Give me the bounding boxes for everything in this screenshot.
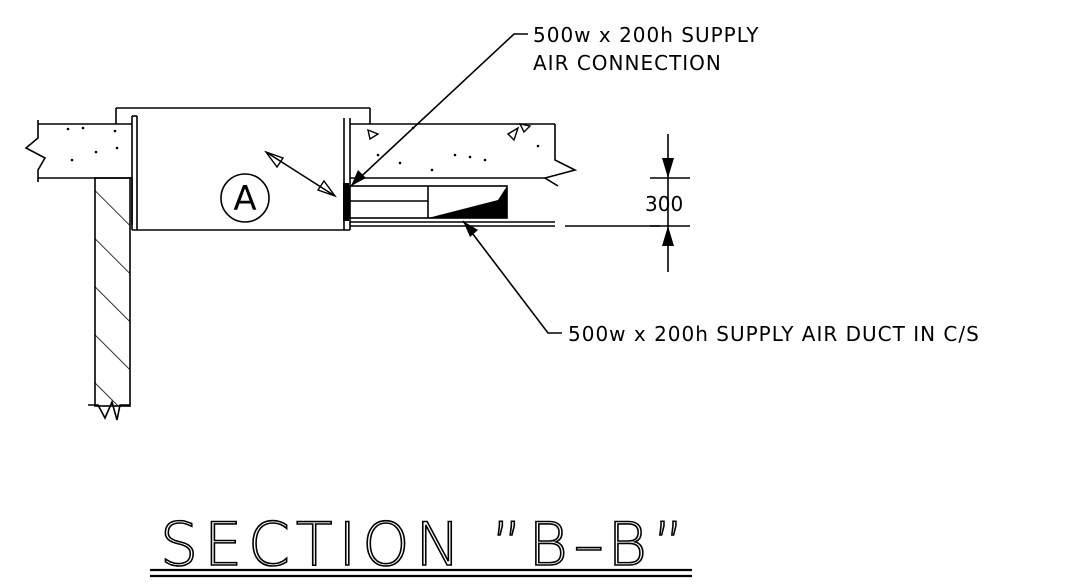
- right-concrete-slab: [350, 123, 578, 187]
- section-title: SECTION ”B–B”: [160, 510, 690, 580]
- dimension-300-label: 300: [645, 192, 683, 216]
- section-tag-a: A: [220, 150, 337, 223]
- connection-label-line1: 500w x 200h SUPPLY: [533, 23, 759, 47]
- left-concrete-slab: [24, 120, 132, 182]
- ceiling-line: [350, 221, 660, 227]
- masonry-wall: [88, 177, 133, 421]
- connection-leader: [350, 33, 528, 187]
- duct-label: 500w x 200h SUPPLY AIR DUCT IN C/S: [568, 322, 980, 346]
- supply-air-duct: [343, 183, 508, 221]
- connection-label-line2: AIR CONNECTION: [533, 51, 722, 75]
- section-tag-label: A: [233, 179, 256, 219]
- duct-leader: [462, 220, 562, 334]
- dimension-300: [650, 134, 690, 272]
